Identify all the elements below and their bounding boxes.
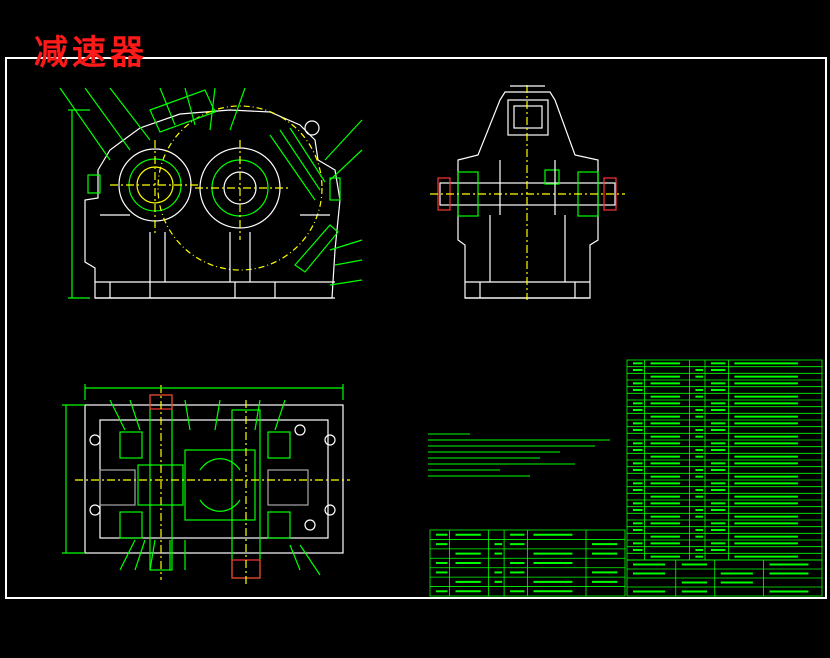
front-view (59, 87, 363, 299)
side-view (430, 85, 625, 300)
side-ribs (489, 160, 566, 282)
front-ribs (100, 214, 330, 282)
front-lifting-eye (304, 120, 320, 136)
top-bolt-hole-1 (89, 434, 101, 446)
front-leaders-right (324, 119, 363, 286)
front-oil-gauge (294, 224, 339, 273)
side-coupling-right (603, 177, 617, 211)
top-bolt-hole-3 (324, 434, 336, 446)
front-bolt-right (329, 177, 341, 201)
top-grey-block-2 (267, 469, 309, 506)
top-bearing-1 (119, 431, 143, 459)
side-housing (457, 91, 599, 299)
drawing-title: 减速器 (34, 33, 148, 73)
top-bolt-hole-4 (324, 504, 336, 516)
top-housing-outline (84, 404, 344, 554)
top-leaders-bottom (119, 539, 321, 576)
parts-list-right (626, 359, 823, 561)
parts-list-bottom (429, 529, 626, 597)
side-centerlines (430, 85, 625, 300)
top-view (62, 384, 350, 585)
top-bolt-hole-6 (304, 519, 316, 531)
top-bolt-hole-2 (89, 504, 101, 516)
top-bearing-2 (119, 511, 143, 539)
top-centerlines (75, 385, 350, 585)
top-grey-block-1 (99, 469, 136, 506)
technical-notes (428, 433, 610, 477)
top-bearing-4 (267, 511, 291, 539)
title-block (626, 559, 823, 597)
top-dim-height (62, 404, 85, 554)
top-leaders-top (109, 399, 286, 431)
front-leaders-top (59, 87, 246, 161)
top-bearing-3 (267, 431, 291, 459)
front-gear-pitch (157, 105, 323, 271)
front-dim-left (68, 109, 90, 299)
front-base-flange (95, 281, 335, 299)
side-inspection-window-inner (513, 105, 543, 129)
top-dim-width (84, 384, 344, 400)
top-bolt-hole-5 (294, 424, 306, 436)
front-centerlines (110, 140, 290, 240)
front-section-hatch (269, 127, 326, 201)
side-bolt-block (544, 169, 560, 185)
top-gear-web (199, 458, 241, 512)
front-inspection-cover (149, 89, 216, 133)
sheet-border (5, 57, 827, 599)
side-inspection-window (507, 99, 549, 136)
front-bolt-left (87, 174, 101, 194)
top-gear (184, 449, 256, 521)
